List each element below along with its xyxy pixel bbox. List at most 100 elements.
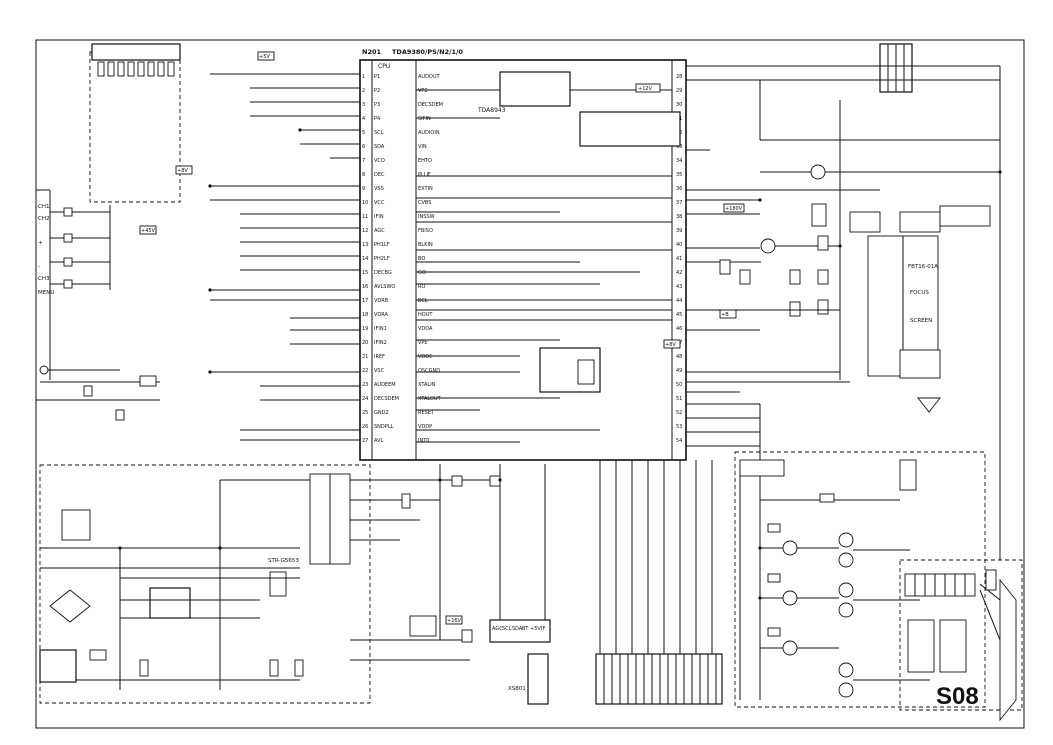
tuner-pin: IF — [541, 626, 545, 632]
bridge-rectifier — [49, 589, 91, 623]
ic-pin-label: SCL — [374, 130, 384, 136]
ic-pin-number: 46 — [676, 326, 682, 332]
crt-socket-body — [904, 573, 976, 597]
red-output-transistor-2 — [838, 552, 854, 568]
ic-pin-number: 20 — [362, 340, 368, 346]
tuner-ic — [499, 71, 571, 107]
ic-pin-label: VDRB — [374, 298, 389, 304]
ic-pin-label: VDRA — [374, 312, 389, 318]
ic-pin-label: SDA — [374, 144, 385, 150]
flyback-label: FBT16-01A — [908, 264, 938, 270]
supply-tag: +16V — [447, 618, 462, 624]
ic-pin-number: 38 — [676, 214, 682, 220]
ic-pin-number: 41 — [676, 256, 682, 262]
ic-pin-number: 9 — [362, 186, 365, 192]
ic-left-pin-labels: P1 1 P2 2 P3 3 P4 4 SCL 5 SDA 6 VCO 7 DE… — [362, 74, 399, 444]
ic-pin-label: PH1LF — [374, 242, 390, 248]
main-ic-part: TDA9380/PS/N2/1/0 — [392, 48, 463, 56]
ic-pin-number: 23 — [362, 382, 368, 388]
ic-pin-number: 17 — [362, 298, 368, 304]
ic-pin-label: GO — [418, 270, 426, 276]
focus-label: FOCUS — [910, 290, 929, 296]
ic-pin-label: OSCGND — [418, 368, 440, 374]
ic-pin-number: 4 — [362, 116, 365, 122]
resistor — [63, 233, 73, 243]
supply-tag: +45V — [141, 228, 156, 234]
tuner-pin: BT — [522, 626, 529, 632]
green-drive-transistor — [782, 590, 798, 606]
ic-pin-number: 43 — [676, 284, 682, 290]
ic-pin-label: DEC — [374, 172, 385, 178]
ic-pin-number: 28 — [676, 74, 682, 80]
red-drive-transistor — [782, 540, 798, 556]
main-ic-ref: N201 — [362, 48, 381, 56]
tuner-module-pins: AGC SCL SDA BT +5V IF — [492, 626, 545, 632]
ic-pin-label: VSC — [374, 368, 385, 374]
ic-pin-label: VCO — [374, 158, 385, 164]
crt-drive-block — [739, 404, 930, 700]
ic-pin-number: 26 — [362, 424, 368, 430]
ic-pin-number: 10 — [362, 200, 368, 206]
ic-pin-label: BLKIN — [418, 242, 433, 248]
power-connector — [39, 649, 77, 683]
key-label: - — [38, 264, 40, 270]
ic-right-pin-labels: AUDOUT 28 VP2 29 DECSDEM 30 SIFIN 31 AUD… — [418, 74, 682, 444]
line-filter — [61, 509, 91, 541]
page-code: S08 — [936, 683, 979, 710]
ic-pin-label: XTALIN — [418, 382, 436, 388]
driver-transistor — [760, 238, 776, 254]
ic-pin-label: AUDIOIN — [418, 130, 440, 136]
green-output-transistor — [838, 582, 854, 598]
power-supply-block — [40, 473, 351, 690]
ic-pin-label: VDDA — [418, 326, 433, 332]
ic-pin-label: PLLIF — [418, 172, 431, 178]
resistor — [63, 207, 73, 217]
ic-pin-label: SNDPLL — [374, 424, 394, 430]
ic-pin-label: XTALOUT — [418, 396, 442, 402]
ic-pin-number: 53 — [676, 424, 682, 430]
screen-label: SCREEN — [910, 318, 932, 324]
crt-board-section-box — [734, 451, 986, 708]
ic-pin-label: AUDEEM — [374, 382, 396, 388]
key-label: + — [38, 240, 43, 246]
ic-pin-number: 42 — [676, 270, 682, 276]
resistor — [63, 279, 73, 289]
supply-tag: +B — [721, 312, 729, 318]
ic-pin-number: 48 — [676, 354, 682, 360]
ic-pin-label: EXTIN — [418, 186, 433, 192]
key-label: CH1 — [38, 204, 49, 210]
pwm-ic — [149, 587, 191, 619]
ic-pin-label: P3 — [374, 102, 380, 108]
ic-pin-number: 54 — [676, 438, 682, 444]
horizontal-output-transistor — [810, 164, 826, 180]
supply-tag: +8V — [665, 342, 676, 348]
ic-pin-label: VIN — [418, 144, 427, 150]
ic-pin-number: 50 — [676, 382, 682, 388]
deflection-yoke-coil-h — [907, 619, 935, 673]
main-ic-body — [359, 59, 687, 461]
ic-pin-label: INSSW — [418, 214, 435, 220]
horizontal-output-block — [700, 66, 1001, 560]
ic-pin-number: 1 — [362, 74, 365, 80]
blue-output-transistor-2 — [838, 682, 854, 698]
ic-pin-number: 12 — [362, 228, 368, 234]
main-ic-section: CPU — [378, 63, 390, 70]
ic-pin-number: 2 — [362, 88, 365, 94]
switch-transistor — [269, 571, 287, 597]
top-left-connector — [91, 43, 181, 61]
supply-tag: +12V — [638, 86, 653, 92]
sheet-frame — [35, 39, 1025, 729]
ic-pin-number: 37 — [676, 200, 682, 206]
ic-pin-number: 25 — [362, 410, 368, 416]
ic-pin-number: 18 — [362, 312, 368, 318]
ic-pin-label: DECSDEM — [374, 396, 399, 402]
ic-pin-number: 51 — [676, 396, 682, 402]
ic-pin-label: DECBG — [374, 270, 392, 276]
audio-output-block — [350, 615, 473, 661]
ic-pin-number: 3 — [362, 102, 365, 108]
sound-filter — [577, 359, 595, 385]
ic-pin-label: VP2 — [418, 88, 428, 94]
ic-pin-number: 7 — [362, 158, 365, 164]
ic-pin-label: PH2LF — [374, 256, 390, 262]
